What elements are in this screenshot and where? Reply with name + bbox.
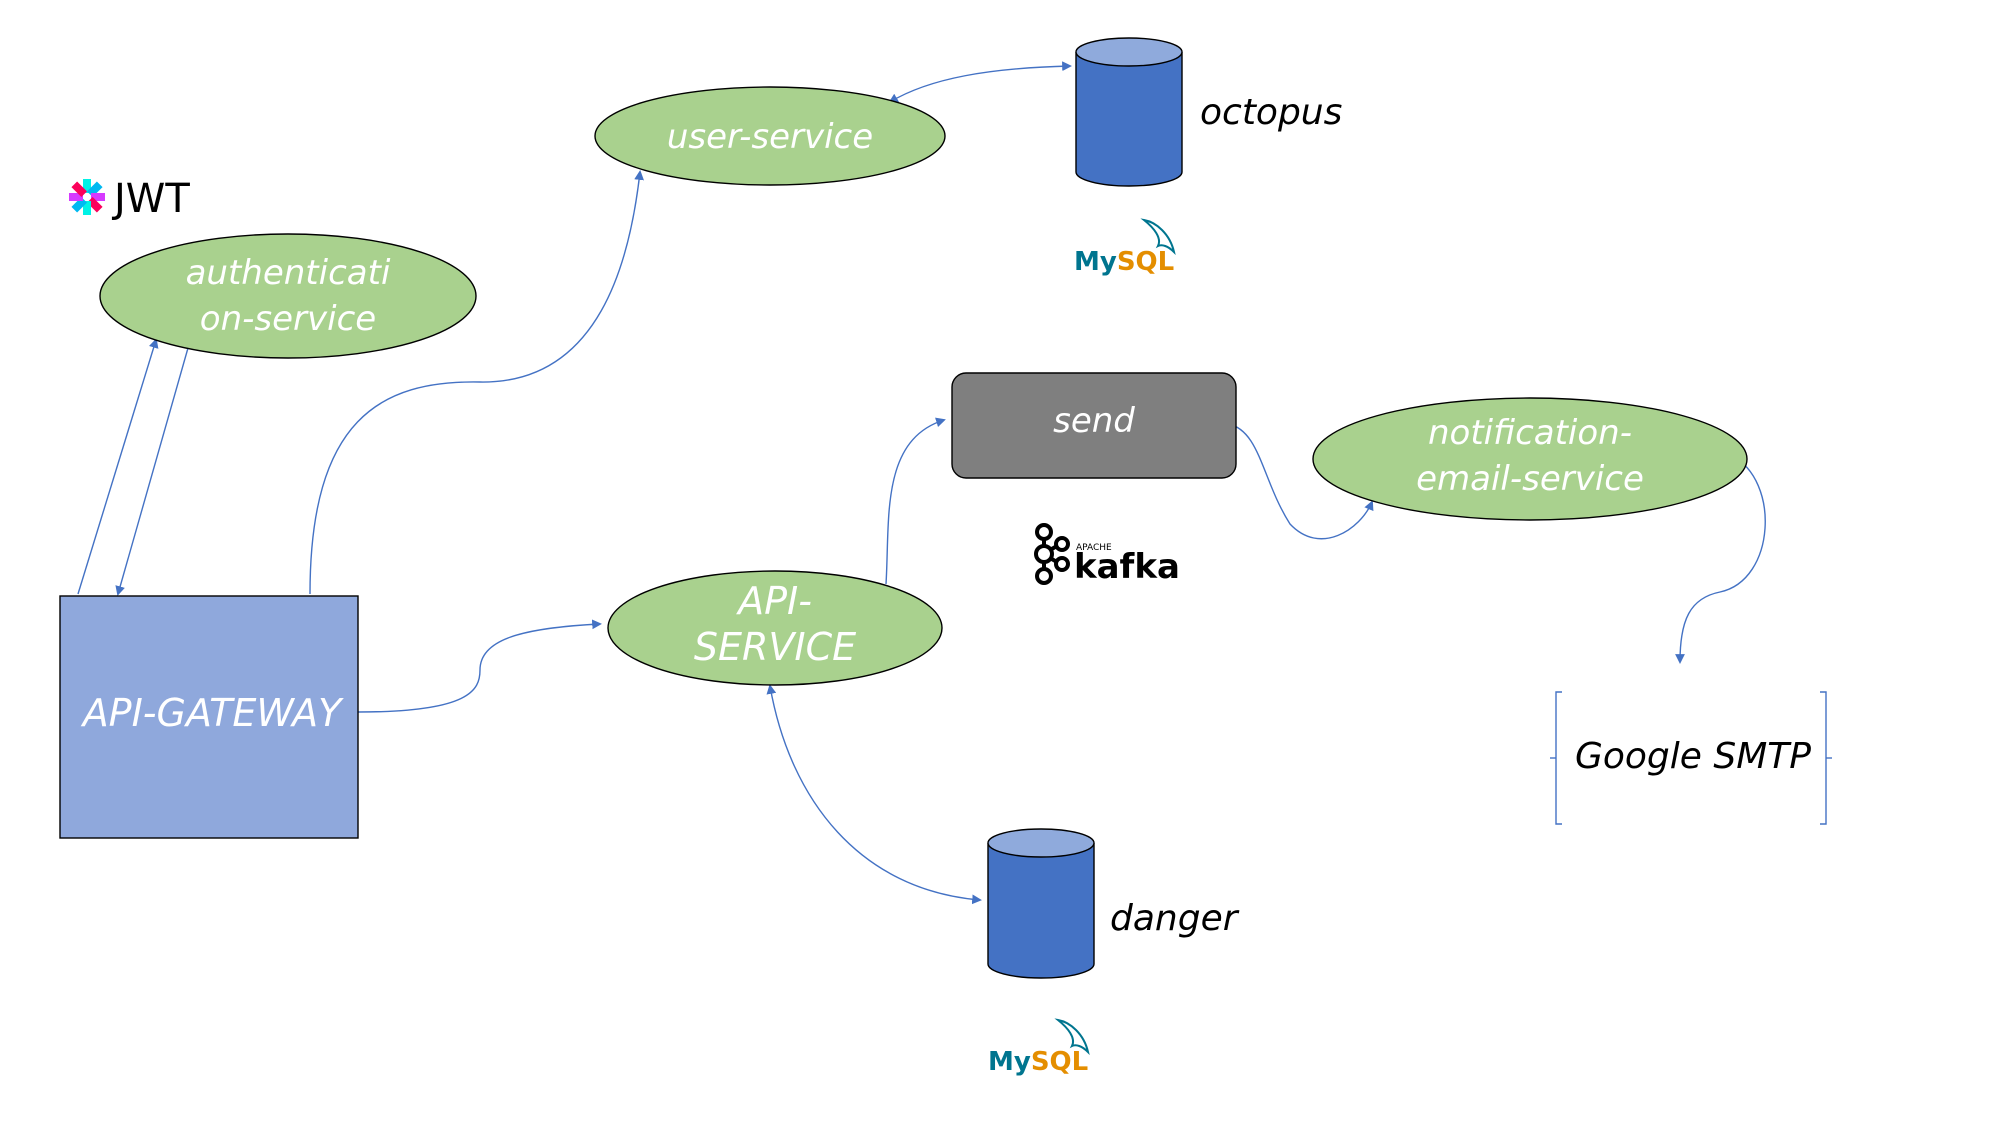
auth-service-label-line2: on-service	[200, 299, 376, 339]
authentication-service-node[interactable]: authenticati on-service	[99, 233, 477, 359]
arrow-user-service-octopus	[888, 61, 1072, 104]
notification-email-service-node[interactable]: notification- email-service	[1312, 397, 1748, 521]
google-smtp-box[interactable]	[1550, 691, 1832, 825]
kafka-text: kafka	[1074, 547, 1180, 587]
jwt-logo-icon: JWT	[69, 176, 190, 222]
arrow-gateway-to-api-service	[357, 619, 602, 713]
mysql-sql-text: SQL	[1031, 1047, 1088, 1077]
api-gateway-label: API-GATEWAY	[80, 691, 344, 735]
arrow-api-service-danger	[766, 684, 982, 905]
api-gateway-box[interactable]: API-GATEWAY	[59, 595, 359, 839]
notification-label-line2: email-service	[1416, 459, 1644, 499]
kafka-logo-icon: APACHE kafka	[1034, 523, 1180, 587]
mysql-logo-icon: MySQL	[1074, 218, 1176, 277]
danger-database-icon[interactable]	[987, 828, 1095, 979]
notification-label-line1: notification-	[1428, 413, 1632, 453]
api-service-label-line2: SERVICE	[694, 625, 856, 669]
mysql-my-text: My	[1074, 247, 1117, 277]
arrow-auth-to-gateway	[115, 347, 189, 596]
auth-service-label-line1: authenticati	[186, 253, 391, 293]
mysql-my-text: My	[988, 1047, 1031, 1077]
octopus-label: octopus	[1200, 92, 1342, 133]
connectors	[77, 61, 1766, 905]
arrow-gateway-to-auth	[77, 338, 159, 595]
svg-text:MySQL: MySQL	[1074, 247, 1174, 277]
mysql-sql-text: SQL	[1117, 247, 1174, 277]
octopus-database-icon[interactable]	[1075, 37, 1183, 187]
arrow-gateway-to-user-service	[309, 170, 644, 595]
svg-text:MySQL: MySQL	[988, 1047, 1088, 1077]
google-smtp-label: Google SMTP	[1575, 736, 1811, 777]
send-topic-box[interactable]: send	[951, 372, 1237, 479]
user-service-label: user-service	[667, 117, 873, 157]
jwt-label: JWT	[111, 176, 190, 222]
user-service-node[interactable]: user-service	[594, 86, 946, 186]
kafka-apache-text: APACHE	[1076, 543, 1112, 553]
arrow-api-service-to-send	[885, 417, 946, 585]
api-service-node[interactable]: API- SERVICE	[607, 570, 943, 686]
danger-label: danger	[1110, 898, 1240, 939]
arrow-send-to-notification	[1227, 423, 1374, 540]
mysql-logo-icon: MySQL	[988, 1018, 1090, 1077]
api-service-label-line1: API-	[735, 579, 812, 623]
send-topic-label: send	[1053, 401, 1135, 441]
arrow-notification-to-smtp	[1675, 455, 1766, 664]
